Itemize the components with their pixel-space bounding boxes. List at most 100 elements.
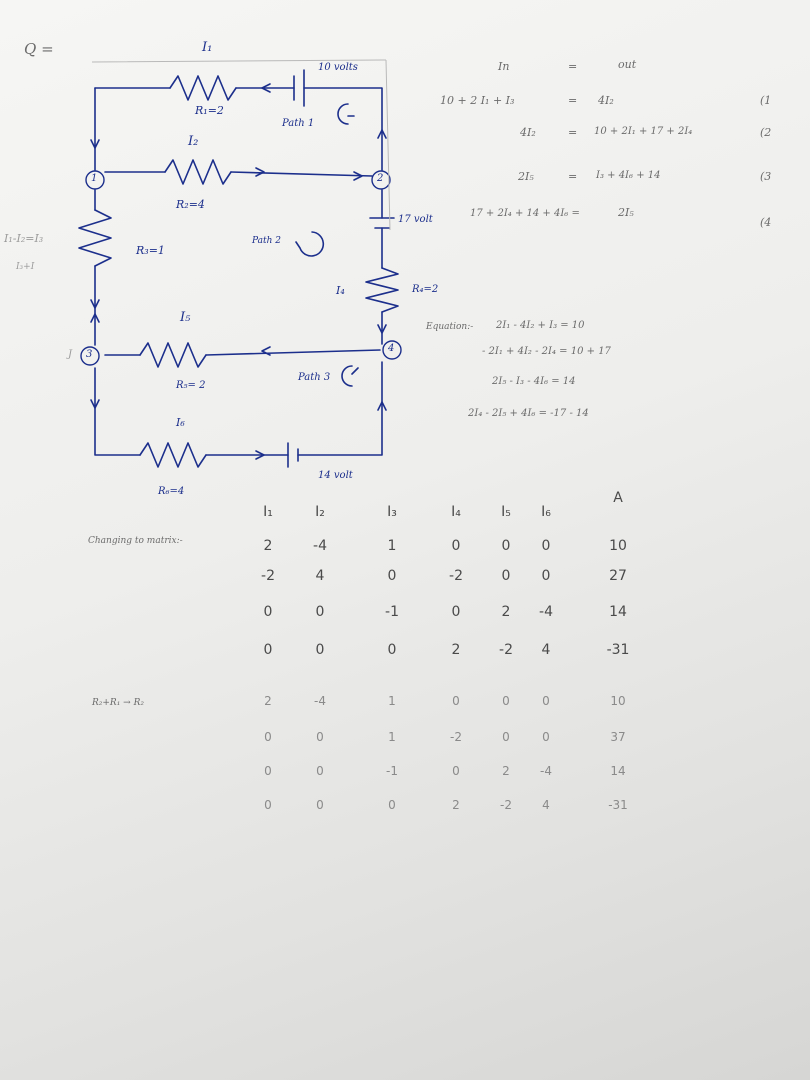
label-r4: R₄=2 (412, 284, 439, 295)
arrow-i2 (255, 167, 265, 177)
reduced-matrix-cell: 0 (452, 764, 460, 778)
reduced-matrix-cell: 0 (542, 730, 550, 744)
node-3-prefix: J (68, 349, 73, 360)
matrix-cell: 0 (387, 642, 397, 658)
label-path1: Path 1 (282, 118, 315, 129)
loop-path1 (337, 103, 355, 125)
label-i2: I₂ (188, 134, 199, 149)
resistor-r5 (139, 342, 207, 368)
matrix-cell: 0 (315, 604, 325, 620)
reduced-matrix-cell: 0 (388, 798, 396, 812)
reduced-matrix-cell: 1 (388, 730, 396, 744)
matrix-cell: 0 (451, 604, 461, 620)
kcl-row-2-eq: = (568, 126, 578, 139)
resistor-r1 (169, 75, 237, 101)
kcl-row-4-lhs: 17 + 2I₄ + 14 + 4I₆ = (470, 208, 580, 219)
node-2-label: 2 (377, 173, 384, 184)
matrix-cell: 27 (609, 568, 627, 584)
kcl-row-3-eq: = (568, 170, 578, 183)
resistor-r6 (139, 442, 207, 468)
kcl-row-3-num: (3 (760, 170, 772, 183)
q-label: Q = (24, 40, 54, 58)
reduced-matrix-cell: 4 (542, 798, 550, 812)
label-r3: R₃=1 (136, 244, 165, 257)
label-i6: I₆ (176, 416, 185, 429)
reduced-matrix-cell: 0 (316, 764, 324, 778)
battery-14v (287, 442, 299, 468)
kcl-row-2-rhs: 10 + 2I₁ + 17 + 2I₄ (594, 126, 693, 137)
reduced-matrix-cell: 0 (264, 798, 272, 812)
matrix-cell: 10 (609, 538, 627, 554)
matrix-header-cell: I₃ (387, 504, 397, 520)
label-14v: 14 volt (318, 470, 353, 481)
label-r6: R₆=4 (158, 486, 185, 497)
matrix-cell: 0 (501, 568, 511, 584)
matrix-cell: 0 (541, 568, 551, 584)
label-path3: Path 3 (298, 372, 331, 383)
matrix-cell: -2 (261, 568, 275, 584)
matrix-cell: 0 (263, 604, 273, 620)
matrix-header-cell: A (613, 490, 623, 506)
reduced-matrix-cell: 37 (610, 730, 626, 744)
wire-left-bottom (94, 367, 141, 456)
arrow-left-low (90, 313, 100, 323)
kcl-row-1-lhs: 10 + 2 I₁ + I₃ (440, 94, 515, 107)
side-note-current: I₁-I₂=I₃ (4, 232, 44, 245)
equation-3: 2I₅ - I₃ - 4I₆ = 14 (492, 376, 576, 387)
matrix-cell: 0 (501, 538, 511, 554)
matrix-cell: -31 (606, 642, 630, 658)
matrix-header-cell: I₆ (541, 504, 551, 520)
arrow-r2-right (353, 171, 363, 181)
node-3-label: 3 (86, 349, 93, 360)
matrix-header-cell: I₅ (501, 504, 511, 520)
wire-r2-right (230, 171, 373, 177)
resistor-r4 (365, 267, 399, 313)
reduced-matrix-cell: -1 (386, 764, 398, 778)
row-operation-label: R₂+R₁ → R₂ (92, 698, 144, 708)
matrix-label: Changing to matrix:- (88, 536, 183, 546)
equation-1: 2I₁ - 4I₂ + I₃ = 10 (496, 320, 585, 331)
matrix-cell: -2 (499, 642, 513, 658)
matrix-header-cell: I₂ (315, 504, 325, 520)
node-4-label: 4 (388, 343, 395, 354)
reduced-matrix-cell: 1 (388, 694, 396, 708)
matrix-cell: -2 (449, 568, 463, 584)
loop-path2 (295, 231, 325, 257)
label-r2: R₂=4 (176, 198, 205, 211)
pencil-box (91, 59, 391, 231)
reduced-matrix-cell: 10 (610, 694, 626, 708)
node-1-label: 1 (91, 173, 98, 184)
kcl-row-2-lhs: 4I₂ (520, 126, 536, 139)
kcl-row-4-num: (4 (760, 216, 772, 229)
label-r1: R₁=2 (195, 104, 224, 117)
wire-r5-right (205, 349, 381, 356)
matrix-cell: -4 (313, 538, 327, 554)
kcl-row-2-num: (2 (760, 126, 772, 139)
resistor-r3 (78, 209, 112, 267)
matrix-cell: 0 (541, 538, 551, 554)
reduced-matrix-cell: 14 (610, 764, 626, 778)
matrix-cell: 0 (387, 568, 397, 584)
wire-bottom-right (297, 361, 383, 456)
reduced-matrix-cell: 0 (502, 730, 510, 744)
reduced-matrix-cell: 0 (452, 694, 460, 708)
equation-4: 2I₄ - 2I₅ + 4I₆ = -17 - 14 (468, 408, 589, 419)
reduced-matrix-cell: 0 (542, 694, 550, 708)
arrow-left-top (90, 139, 100, 149)
kcl-row-1-num: (1 (760, 94, 772, 107)
matrix-cell: 0 (451, 538, 461, 554)
kcl-col-in: In (498, 60, 510, 73)
arrow-r3 (90, 299, 100, 309)
matrix-cell: 0 (315, 642, 325, 658)
node-1-circle (85, 170, 105, 190)
reduced-matrix-cell: 0 (264, 730, 272, 744)
arrow-r4 (377, 324, 387, 334)
node-2-circle (371, 170, 391, 190)
reduced-matrix-cell: 0 (316, 798, 324, 812)
label-i5: I₅ (180, 310, 191, 325)
node-3-circle (80, 346, 100, 366)
matrix-cell: 2 (263, 538, 273, 554)
matrix-cell: 2 (451, 642, 461, 658)
